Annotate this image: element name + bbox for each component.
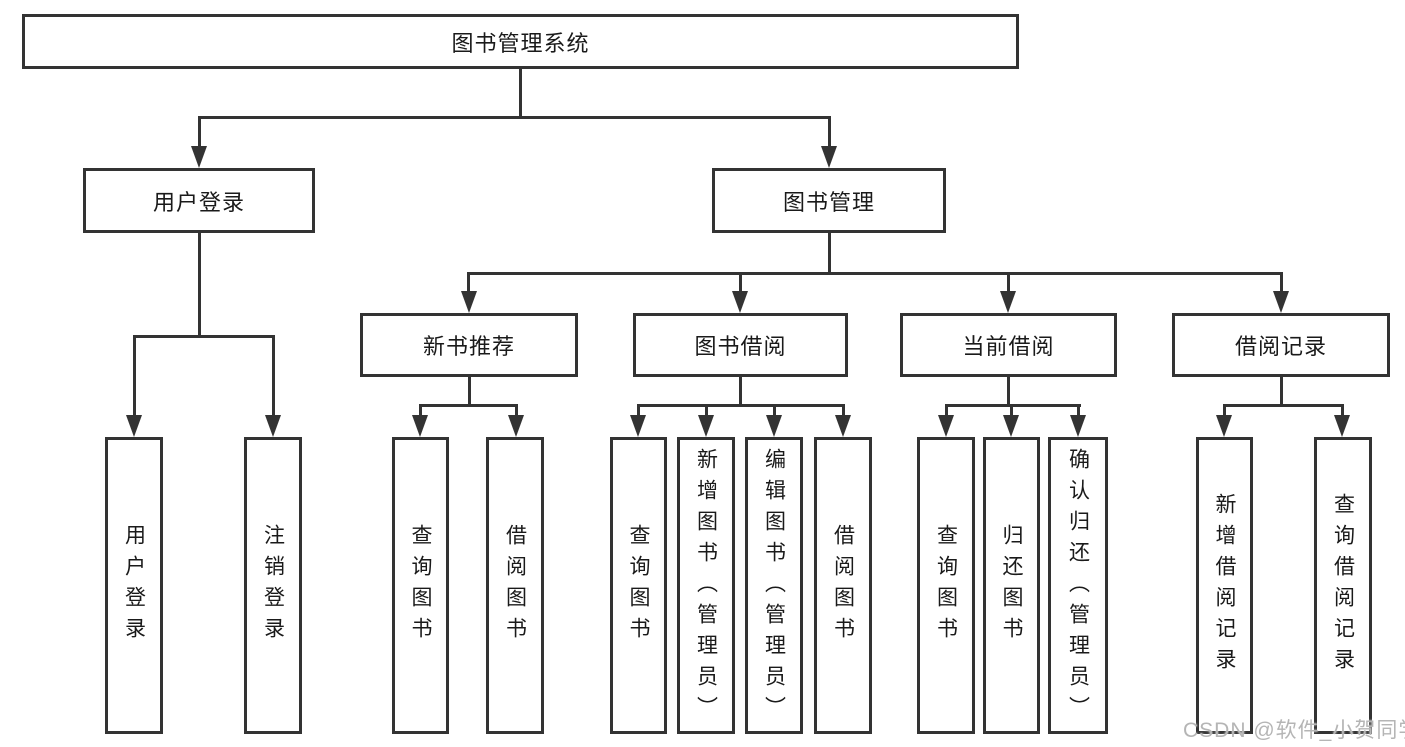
node-library-management-system: 图书管理系统 bbox=[22, 14, 1019, 69]
connector-borrowing-drop-1 bbox=[637, 404, 640, 418]
connector-current-bar bbox=[945, 404, 1081, 407]
node-book-borrowing: 图书借阅 bbox=[633, 313, 848, 377]
connector-userlogin-drop-2 bbox=[272, 335, 275, 417]
connector-current-drop-1 bbox=[945, 404, 948, 418]
arrow-down-icon bbox=[630, 415, 646, 437]
leaf-user-login: 用户登录 bbox=[105, 437, 163, 734]
connector-bookmgmt-drop-2 bbox=[739, 272, 742, 294]
csdn-watermark: CSDN @软件_小贺同学 bbox=[1183, 719, 1405, 742]
connector-bookmgmt-stem bbox=[828, 233, 831, 274]
connector-root-bar bbox=[198, 116, 831, 119]
leaf-query-books-borrowing: 查询图书 bbox=[610, 437, 667, 734]
arrow-down-icon bbox=[698, 415, 714, 437]
leaf-query-books-recommend: 查询图书 bbox=[392, 437, 449, 734]
leaf-logout: 注销登录 bbox=[244, 437, 302, 734]
connector-root-drop-left bbox=[198, 116, 201, 150]
leaf-add-book-admin: 新增图书（管理员） bbox=[677, 437, 735, 734]
connector-bookmgmt-drop-1 bbox=[467, 272, 470, 294]
leaf-query-books-current: 查询图书 bbox=[917, 437, 975, 734]
connector-recommend-bar bbox=[419, 404, 518, 407]
node-book-management: 图书管理 bbox=[712, 168, 946, 233]
leaf-add-borrow-record: 新增借阅记录 bbox=[1196, 437, 1253, 734]
arrow-down-icon bbox=[412, 415, 428, 437]
connector-borrowing-drop-3 bbox=[773, 404, 776, 418]
arrow-down-icon bbox=[1334, 415, 1350, 437]
connector-bookmgmt-drop-3 bbox=[1007, 272, 1010, 294]
leaf-return-books: 归还图书 bbox=[983, 437, 1040, 734]
connector-recommend-drop-2 bbox=[515, 404, 518, 418]
connector-current-drop-3 bbox=[1077, 404, 1080, 418]
connector-userlogin-drop-1 bbox=[133, 335, 136, 417]
connector-recommend-stem bbox=[468, 377, 471, 407]
arrow-down-icon bbox=[265, 415, 281, 437]
leaf-borrow-books-recommend: 借阅图书 bbox=[486, 437, 544, 734]
arrow-down-icon bbox=[461, 291, 477, 313]
arrow-down-icon bbox=[821, 146, 837, 168]
connector-current-stem bbox=[1007, 377, 1010, 407]
connector-userlogin-stem bbox=[198, 233, 201, 338]
arrow-down-icon bbox=[191, 146, 207, 168]
node-user-login: 用户登录 bbox=[83, 168, 315, 233]
connector-root-stem bbox=[519, 69, 522, 117]
arrow-down-icon bbox=[1273, 291, 1289, 313]
arrow-down-icon bbox=[732, 291, 748, 313]
connector-root-drop-right bbox=[828, 116, 831, 150]
arrow-down-icon bbox=[508, 415, 524, 437]
connector-records-drop-1 bbox=[1223, 404, 1226, 418]
leaf-query-borrow-record: 查询借阅记录 bbox=[1314, 437, 1372, 734]
connector-borrowing-drop-4 bbox=[842, 404, 845, 418]
arrow-down-icon bbox=[1070, 415, 1086, 437]
node-current-borrowing: 当前借阅 bbox=[900, 313, 1117, 377]
connector-records-bar bbox=[1223, 404, 1344, 407]
node-new-book-recommend: 新书推荐 bbox=[360, 313, 578, 377]
connector-records-stem bbox=[1280, 377, 1283, 407]
arrow-down-icon bbox=[1216, 415, 1232, 437]
connector-current-drop-2 bbox=[1010, 404, 1013, 418]
connector-bookmgmt-bar bbox=[467, 272, 1283, 275]
node-borrowing-records: 借阅记录 bbox=[1172, 313, 1390, 377]
connector-userlogin-bar bbox=[133, 335, 275, 338]
arrow-down-icon bbox=[1003, 415, 1019, 437]
arrow-down-icon bbox=[766, 415, 782, 437]
connector-borrowing-stem bbox=[739, 377, 742, 407]
leaf-confirm-return-admin: 确认归还（管理员） bbox=[1048, 437, 1108, 734]
connector-records-drop-2 bbox=[1341, 404, 1344, 418]
connector-recommend-drop-1 bbox=[419, 404, 422, 418]
arrow-down-icon bbox=[126, 415, 142, 437]
arrow-down-icon bbox=[938, 415, 954, 437]
leaf-borrow-books-borrowing: 借阅图书 bbox=[814, 437, 872, 734]
leaf-edit-book-admin: 编辑图书（管理员） bbox=[745, 437, 803, 734]
arrow-down-icon bbox=[835, 415, 851, 437]
arrow-down-icon bbox=[1000, 291, 1016, 313]
connector-borrowing-drop-2 bbox=[705, 404, 708, 418]
connector-bookmgmt-drop-4 bbox=[1280, 272, 1283, 294]
connector-borrowing-bar bbox=[637, 404, 845, 407]
